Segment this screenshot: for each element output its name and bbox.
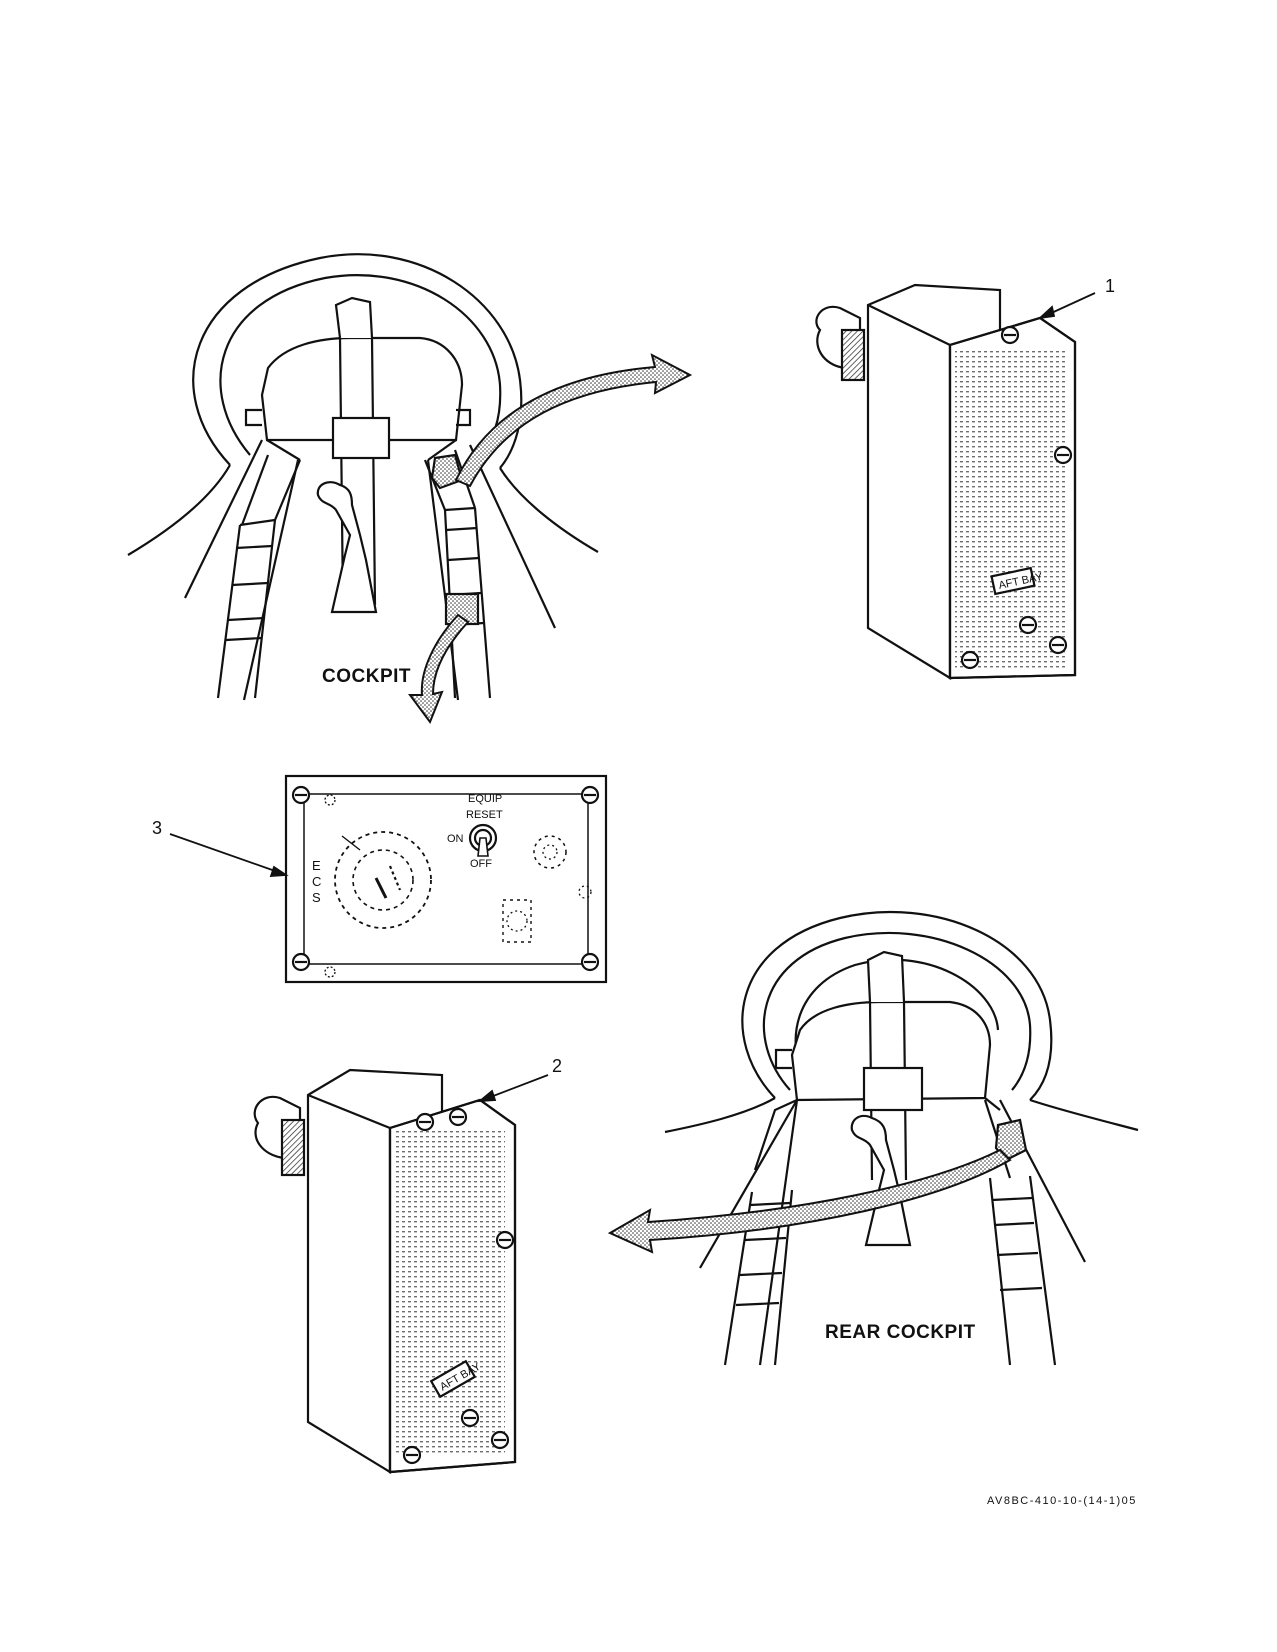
pointer-arrow-to-ecs-panel (408, 613, 470, 725)
rear-cockpit-label: REAR COCKPIT (825, 1322, 976, 1343)
cockpit-label: COCKPIT (322, 666, 411, 687)
front-cockpit-drawing (127, 253, 599, 701)
ecs-title-letter-e: E (312, 858, 321, 873)
ecs-title-letter-s: S (312, 890, 321, 905)
callout-1-label: 1 (1105, 276, 1115, 296)
callout-2-leader (477, 1074, 549, 1103)
callout-2-label: 2 (552, 1056, 562, 1076)
avionics-panel-1 (815, 283, 1077, 680)
pointer-arrow-to-panel-1 (454, 353, 693, 488)
ecs-panel (284, 774, 608, 984)
rear-cockpit-drawing (664, 910, 1139, 1366)
callout-3-label: 3 (152, 818, 162, 838)
equip-reset-title-bottom: RESET (466, 809, 503, 821)
ecs-title-letter-c: C (312, 874, 321, 889)
switch-off-label: OFF (470, 858, 492, 870)
avionics-panel-2 (253, 1068, 517, 1474)
callout-3-leader (169, 833, 289, 877)
equip-reset-title-top: EQUIP (468, 793, 502, 805)
figure-code: AV8BC-410-10-(14-1)05 (987, 1495, 1137, 1507)
switch-on-label: ON (447, 833, 464, 845)
pointer-arrow-to-panel-2 (607, 1148, 1012, 1254)
callout-1-leader (1037, 292, 1096, 320)
